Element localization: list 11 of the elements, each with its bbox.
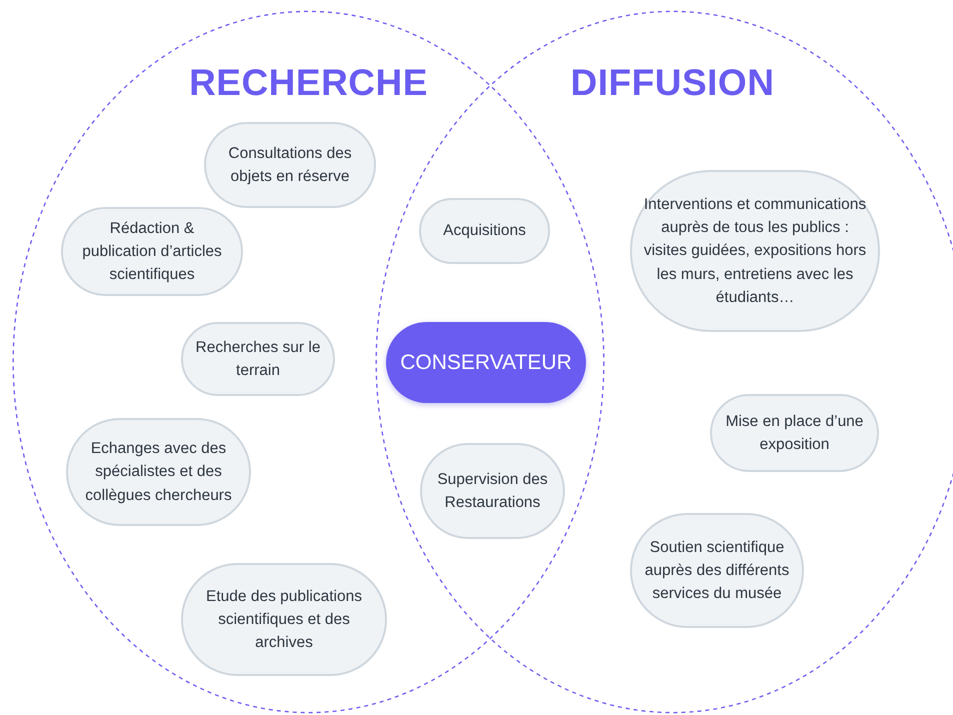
task-pill: Mise en place d’une exposition bbox=[710, 394, 879, 472]
task-pill: Etude des publications scientifiques et des archives bbox=[181, 563, 387, 676]
task-pill: Consultations des objets en réserve bbox=[204, 122, 376, 208]
task-pill: Echanges avec des spécialistes et des collègues chercheurs bbox=[66, 418, 251, 526]
task-pill: Interventions et communications auprès de tous les publics : visites guidées, expositions hors les murs, entretiens avec les étudiants… bbox=[630, 170, 880, 332]
task-pill: Soutien scientifique auprès des différents services du musée bbox=[630, 513, 804, 628]
task-pill: Recherches sur le terrain bbox=[181, 322, 335, 396]
task-pill: Acquisitions bbox=[419, 198, 550, 264]
task-pill: Rédaction & publication d’articles scientifiques bbox=[61, 207, 243, 296]
central-role-pill: CONSERVATEUR bbox=[386, 322, 586, 403]
task-pill: Supervision des Restaurations bbox=[420, 443, 565, 539]
